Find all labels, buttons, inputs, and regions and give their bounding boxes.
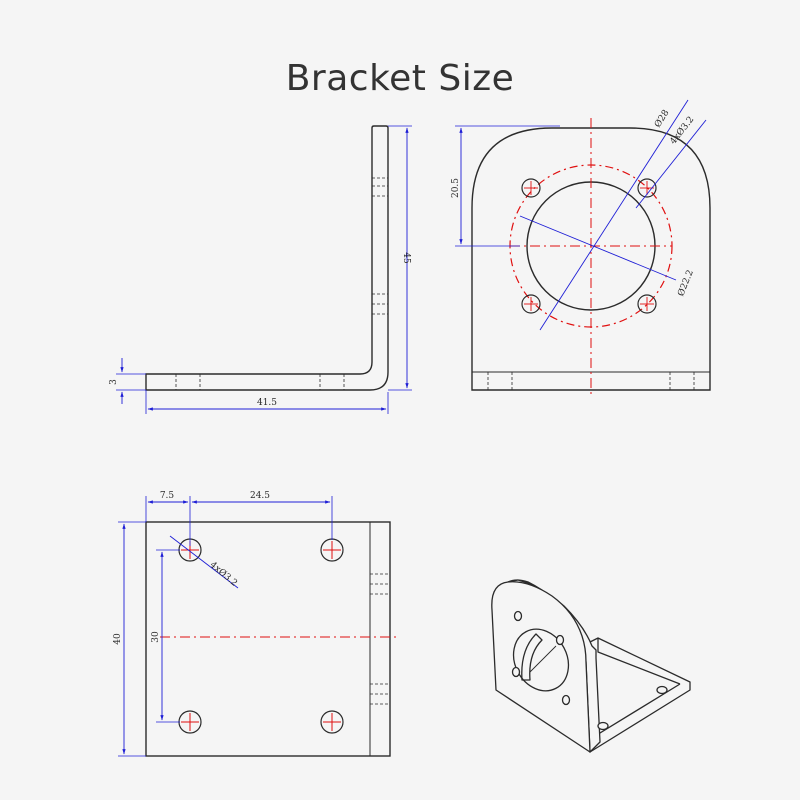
front-mounting-hole [521,294,541,314]
iso-base-hole [656,685,668,695]
iso-mount-hole [561,694,571,706]
front-mounting-hole [521,178,541,198]
side-length-label: 41.5 [257,398,277,408]
side-view: 45 3 41.5 [109,125,412,414]
iso-base-hole [597,721,609,731]
front-diameter-leaders [519,99,707,331]
front-centerlines [510,118,672,396]
side-height-label: 45 [401,252,411,264]
bottom-horizontal-dimensions: 7.5 24.5 [145,491,333,546]
bottom-hole-spacing-y-label: 30 [151,631,161,643]
bottom-plate-outline [145,521,391,757]
front-height-label: 20.5 [451,178,461,198]
bottom-height-label: 40 [113,633,123,645]
iso-motor-hole-edge [529,645,557,673]
front-hidden-lines [487,372,695,390]
side-height-dimension: 45 [388,125,412,391]
isometric-view [491,579,691,753]
side-length-dimension: 41.5 [145,390,389,414]
page-title: Bracket Size [285,58,515,99]
bottom-mounting-hole [178,710,202,734]
iso-mount-hole [513,610,523,622]
bottom-hidden-lines [370,573,390,705]
side-thickness-label: 3 [109,379,119,385]
bottom-edge-offset-label: 7.5 [160,491,175,501]
iso-mount-hole [555,634,565,646]
bottom-hole-leader [169,535,239,589]
front-mounting-hole [637,294,657,314]
iso-motor-hole-inner [521,633,543,681]
side-profile-outline [145,125,389,391]
side-thickness-dimension: 3 [109,358,146,404]
side-hidden-lines [175,177,388,390]
bottom-view: 7.5 24.5 40 30 4xØ3.2 [113,491,400,757]
front-mounting-holes [521,178,657,314]
front-outer-circle-label: Ø28 [652,108,671,130]
bottom-hole-spacing-x-label: 24.5 [250,491,270,501]
front-height-dimension: 20.5 [451,125,560,247]
iso-mount-hole [511,666,521,678]
bottom-mounting-hole [320,538,344,562]
front-view: 20.5 Ø28 4xØ3.2 Ø22.2 [451,99,711,396]
bottom-mounting-hole [320,710,344,734]
bottom-vertical-dimensions: 40 30 [113,521,180,757]
